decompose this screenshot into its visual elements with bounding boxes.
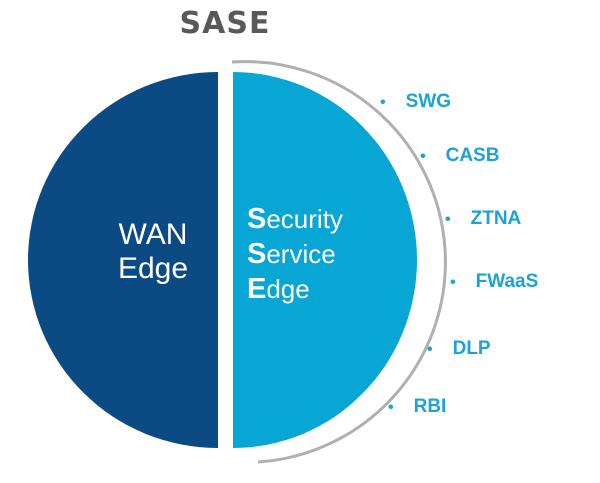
sse-initial-s: S <box>247 203 267 235</box>
sse-rest-security: ecurity <box>266 204 343 234</box>
service-ztna: • ZTNA <box>445 208 521 230</box>
bullet-dot: • <box>380 94 386 111</box>
service-swg: • SWG <box>380 91 451 113</box>
wan-edge-line1: WAN <box>118 218 188 251</box>
bullet-dot: • <box>450 274 456 291</box>
sse-line-service: Service <box>247 237 343 272</box>
service-label: RBI <box>413 396 447 417</box>
wan-edge-line2: Edge <box>117 252 189 285</box>
sse-rest-service: ervice <box>266 239 336 269</box>
service-dlp: • DLP <box>427 338 491 360</box>
service-label: CASB <box>445 145 500 166</box>
service-label: DLP <box>452 338 491 359</box>
service-fwaas: • FWaaS <box>450 271 538 293</box>
diagram-title: SASE <box>179 6 271 41</box>
sse-initial-e: E <box>247 273 267 305</box>
sse-line-security: Security <box>247 202 343 237</box>
bullet-dot: • <box>420 148 426 165</box>
bullet-dot: • <box>445 211 451 228</box>
service-label: ZTNA <box>470 208 522 229</box>
service-label: SWG <box>405 91 451 112</box>
sse-line-edge: Edge <box>247 272 343 307</box>
service-casb: • CASB <box>420 145 499 167</box>
service-rbi: • RBI <box>388 396 446 418</box>
service-label: FWaaS <box>475 271 539 292</box>
wan-edge-half <box>28 72 218 448</box>
security-service-edge-label: Security Service Edge <box>247 202 343 307</box>
sse-rest-edge: dge <box>266 274 310 304</box>
wan-edge-label: WAN Edge <box>88 218 218 286</box>
sse-initial-s2: S <box>247 238 267 270</box>
bullet-dot: • <box>388 399 394 416</box>
bullet-dot: • <box>427 341 433 358</box>
sase-arc <box>231 60 447 464</box>
sse-half <box>233 72 417 448</box>
